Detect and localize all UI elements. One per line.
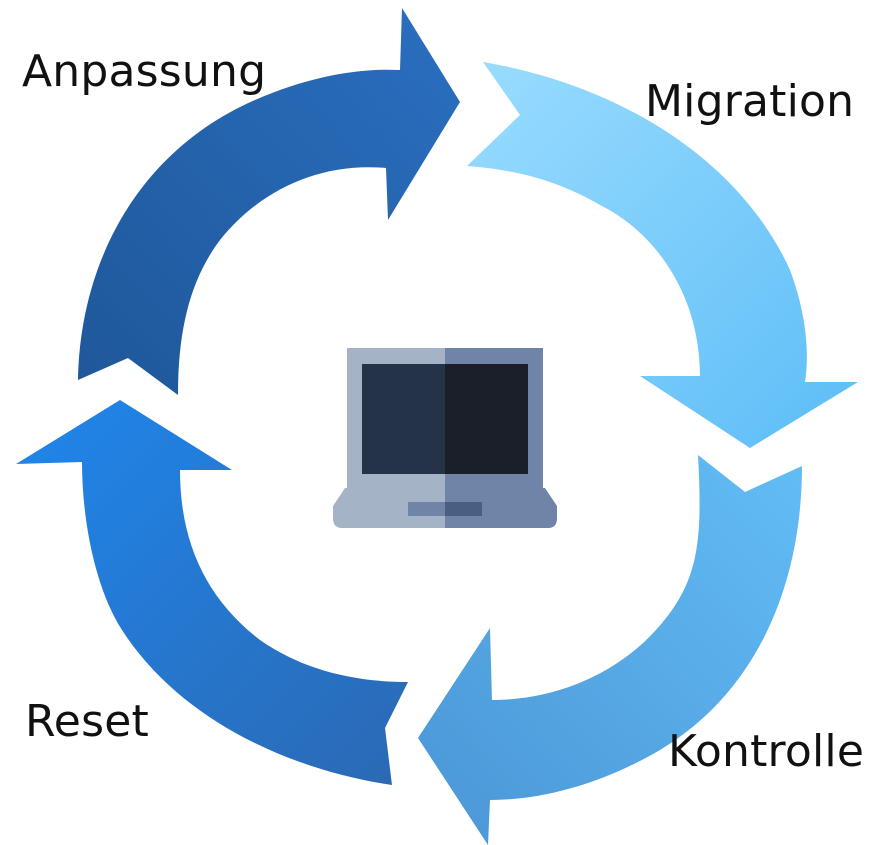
stage-label-reset: Reset [25, 696, 149, 747]
arrow-reset [16, 400, 408, 785]
arrow-migration [467, 62, 858, 448]
laptop-screen-right [445, 364, 528, 474]
laptop-icon [333, 348, 557, 528]
laptop-base-left [333, 488, 445, 528]
stage-label-anpassung: Anpassung [22, 46, 267, 97]
arrow-kontrolle [418, 455, 802, 845]
arrow-anpassung [78, 8, 460, 395]
stage-label-kontrolle: Kontrolle [668, 726, 865, 777]
laptop-trackpad-left [408, 502, 445, 516]
laptop-base-right [445, 488, 557, 528]
laptop-trackpad-right [445, 502, 482, 516]
laptop-screen-left [362, 364, 445, 474]
stage-label-migration: Migration [645, 76, 855, 127]
